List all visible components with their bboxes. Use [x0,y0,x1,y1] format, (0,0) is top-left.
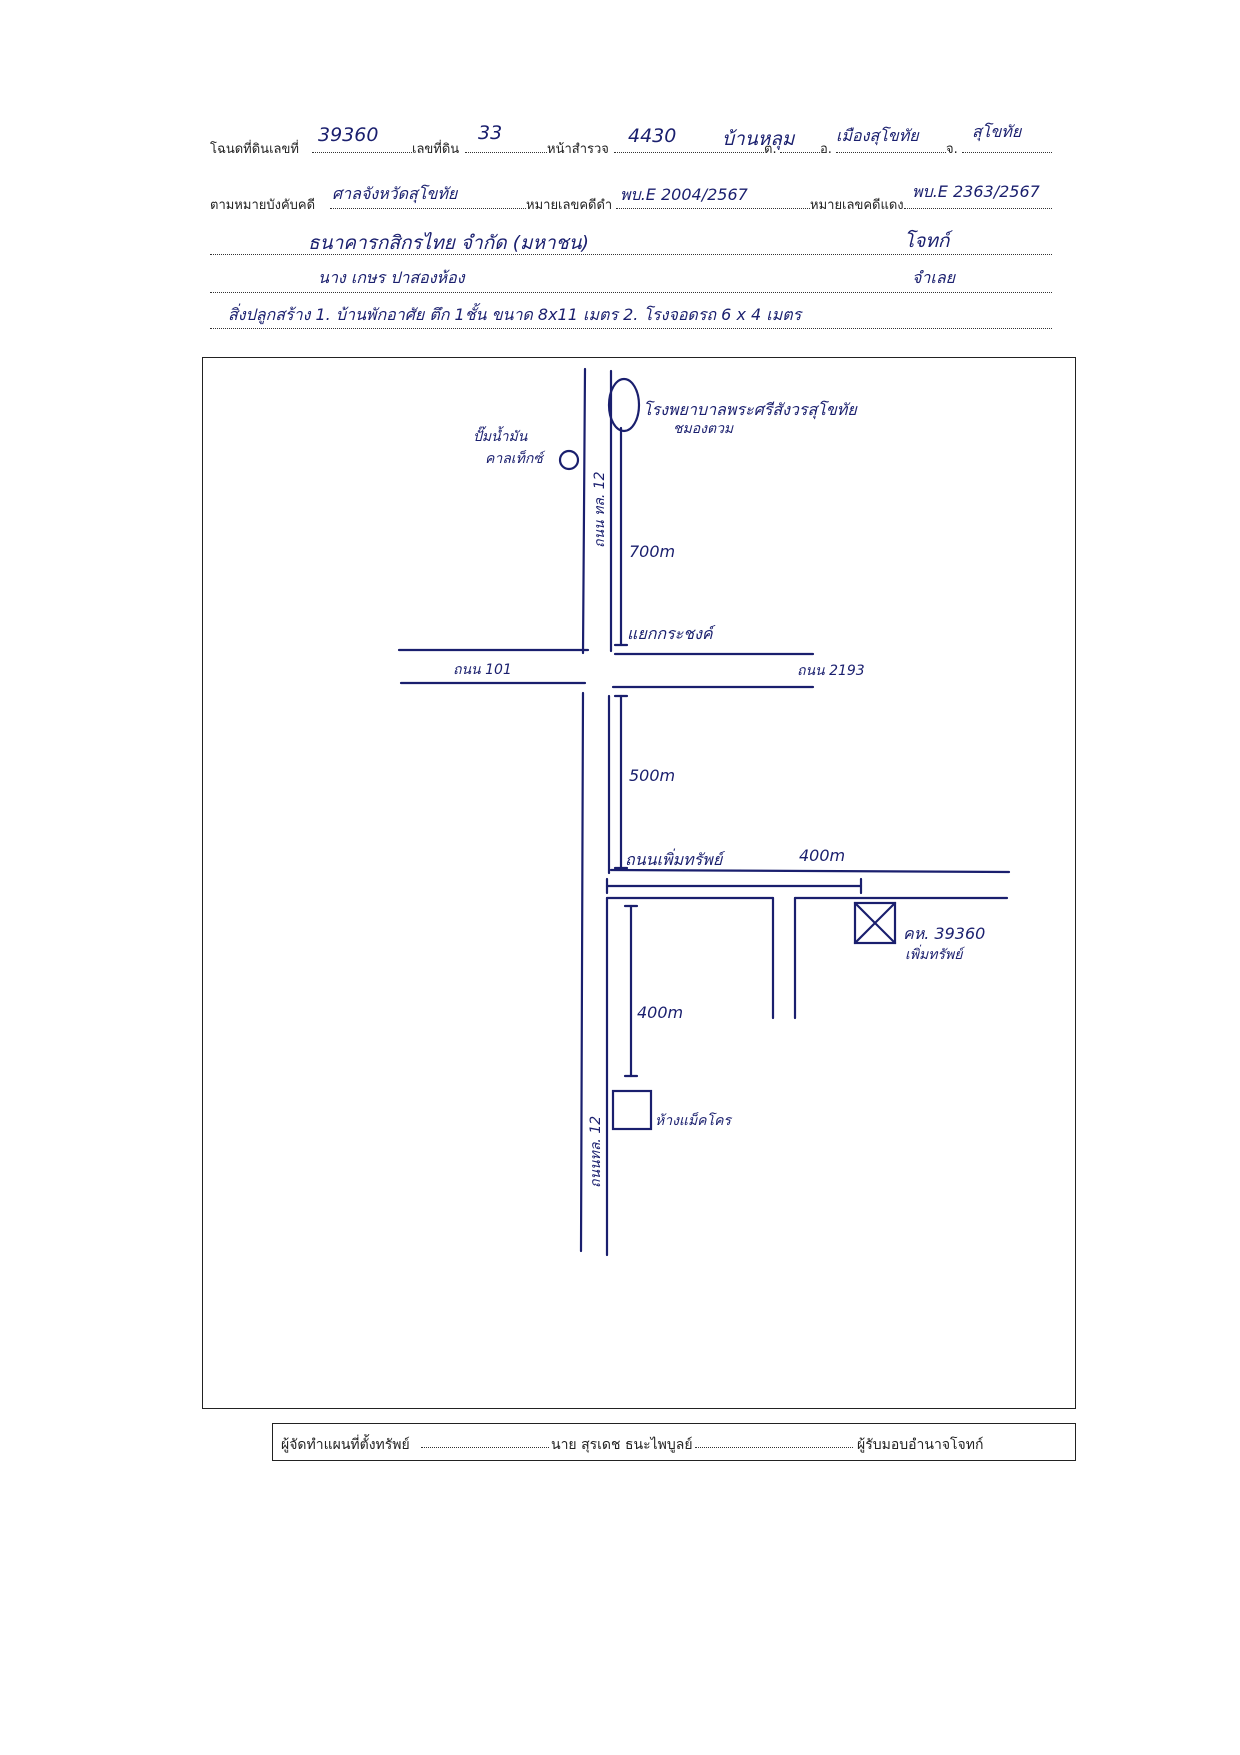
province-label: จ. [946,142,958,157]
province-value: สุโขทัย [972,122,1022,141]
defendant-value: นาง เกษร ปาสองห้อง [318,268,465,287]
store-label: ห้างแม็คโคร [655,1113,731,1129]
dist-store-label: 400m [637,1003,684,1022]
junction-label: แยกกระชงค์ [627,624,713,643]
road-west-label: ถนน 101 [453,662,512,678]
subdistrict-value: บ้านหลุม [722,128,795,150]
survey-label: หน้าสำรวจ [547,142,609,157]
parcel-marker [853,901,897,945]
plaintiff-value: ธนาคารกสิกรไทย จำกัด (มหาชน) [308,232,590,254]
map-drawing [397,367,1011,1257]
court-label: ตามหมายบังคับคดี [210,198,316,213]
hospital-marker [607,377,641,433]
red-case-label: หมายเลขคดีแดง [810,198,904,213]
deed-value: 39360 [318,124,379,146]
subdistrict-dots [780,138,820,153]
dist-north-label: 700m [629,542,676,561]
defendant-role: จำเลย [912,268,956,287]
red-case-dots [904,194,1052,209]
district-label: อ. [820,142,832,157]
black-case-value: พบ.E 2004/2567 [620,185,748,204]
road-east-label: ถนน 2193 [797,663,865,679]
side-road-top-edge [609,868,1011,874]
plaintiff-role: โจทก์ [904,230,950,252]
gas-station-marker [558,449,580,471]
buildings-dots [210,312,1052,329]
dist-south-label: 500m [629,766,676,785]
signature-footer: ผู้จัดทำแผนที่ตั้งทรัพย์ นาย สุรเดช ธนะไ… [272,1423,1076,1461]
road-south-left-edge [579,691,585,1253]
parcel-label-2: เพิ่มทรัพย์ [905,947,963,963]
deed-label: โฉนดที่ดินเลขที่ [210,142,299,157]
mapmaker-name: นาย สุรเดช ธนะไพบูลย์ [551,1437,693,1453]
land-no-label: เลขที่ดิน [412,142,460,157]
parcel-label: คห. 39360 [903,924,986,943]
subdistrict-label: ต. [764,142,777,157]
district-dots [836,138,946,153]
road-north-left-edge [581,367,587,655]
court-value: ศาลจังหวัดสุโขทัย [332,184,458,203]
survey-value: 4430 [628,125,677,147]
plaintiff-dots [210,236,1052,255]
district-value: เมืองสุโขทัย [836,126,919,145]
gas-station-label: ปั๊มน้ำมัน [473,429,528,445]
defendant-dots [210,276,1052,293]
land-no-value: 33 [478,122,503,144]
road-south-label: ถนนทล. 12 [588,1115,604,1188]
location-map: โรงพยาบาลพระศรีสังวรสุโขทัย ชมองตวม ปั๊ม… [202,357,1076,1409]
hospital-label: โรงพยาบาลพระศรีสังวรสุโขทัย [643,400,857,419]
store-marker [611,1089,653,1131]
mapmaker-dots-a [421,1436,549,1448]
gas-station-label-2: คาลเท็กซ์ [485,451,543,467]
survey-dots [614,138,764,153]
deed-dots [312,138,412,153]
hospital-label-2: ชมองตวม [673,421,734,437]
dist-side-label: 400m [799,846,846,865]
buildings-value: สิ่งปลูกสร้าง 1. บ้านพักอาศัย ตึก 1ชั้น … [228,305,802,324]
black-case-label: หมายเลขคดีดำ [526,198,613,213]
black-case-dots [616,194,810,209]
road-north-label: ถนน ทล. 12 [592,471,608,548]
court-dots [330,194,526,209]
side-road-label: ถนนเพิ่มทรัพย์ [625,850,723,869]
red-case-value: พบ.E 2363/2567 [912,182,1040,201]
authorized-label: ผู้รับมอบอำนาจโจทก์ [857,1437,984,1453]
mapmaker-label: ผู้จัดทำแผนที่ตั้งทรัพย์ [281,1437,410,1453]
province-dots [962,138,1052,153]
land-no-dots [465,138,547,153]
mapmaker-dots-b [695,1436,853,1448]
